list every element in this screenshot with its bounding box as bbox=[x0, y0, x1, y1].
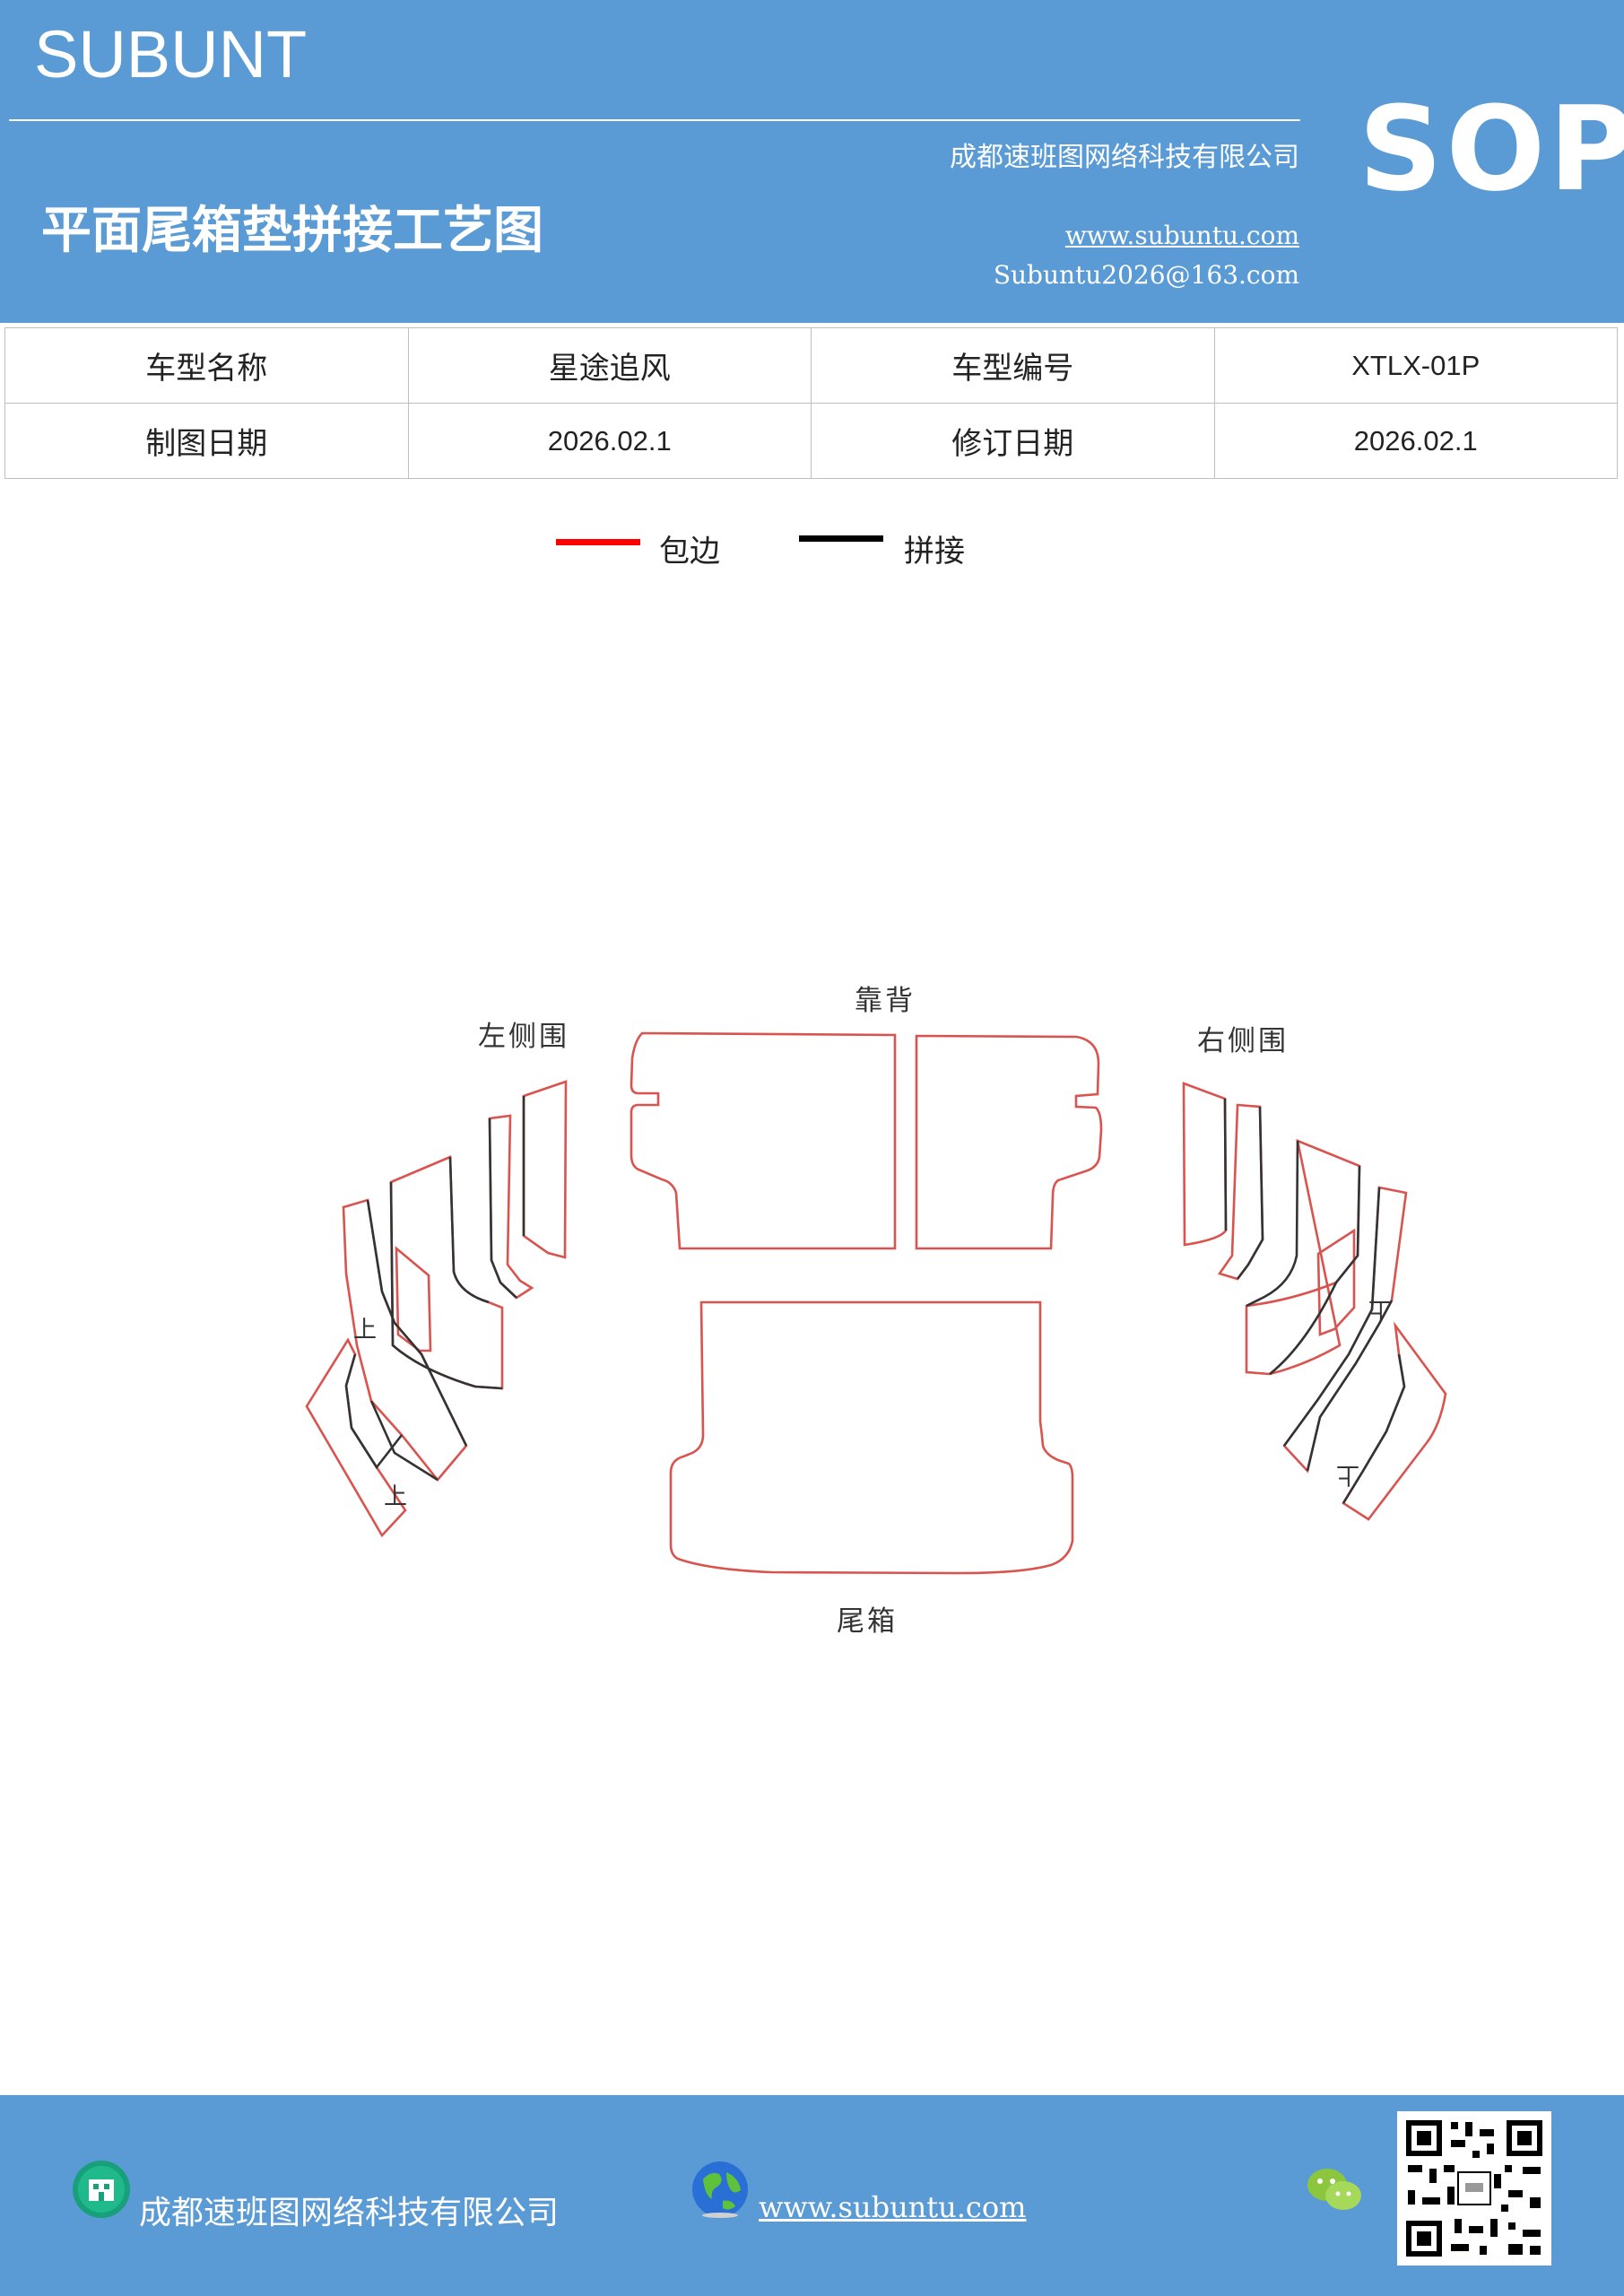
revision-date-label: 修订日期 bbox=[811, 403, 1215, 479]
legend-seam-label: 拼接 bbox=[904, 534, 965, 570]
right-seam-4 bbox=[1269, 1165, 1361, 1376]
right-seam-7 bbox=[1342, 1353, 1406, 1504]
left-side-edge-b bbox=[389, 1155, 504, 1390]
globe-icon bbox=[692, 2161, 748, 2218]
backrest-left-panel bbox=[630, 1031, 897, 1250]
building-icon bbox=[73, 2161, 130, 2218]
left-seam-7 bbox=[369, 1400, 439, 1482]
trunk-mat-diagram bbox=[305, 1031, 1447, 1575]
sop-badge: SOP bbox=[1359, 81, 1624, 217]
qr-code bbox=[1397, 2111, 1551, 2266]
table-row: 制图日期 2026.02.1 修订日期 2026.02.1 bbox=[4, 403, 1618, 479]
backrest-label: 靠背 bbox=[855, 985, 916, 1017]
left-side-cutout bbox=[395, 1246, 432, 1352]
model-code-label: 车型编号 bbox=[811, 327, 1215, 404]
backrest-right-panel bbox=[915, 1034, 1103, 1250]
website-link[interactable]: www.subuntu.com bbox=[1064, 221, 1299, 250]
revision-date-value: 2026.02.1 bbox=[1213, 403, 1618, 479]
up-mark-left-bottom: 上 bbox=[384, 1483, 408, 1510]
legend-edge-swatch bbox=[556, 539, 640, 545]
right-seam-5 bbox=[1282, 1187, 1381, 1447]
qr-code-pattern bbox=[1397, 2111, 1551, 2266]
brand-name: SUBUNT bbox=[34, 17, 308, 91]
left-seam-3 bbox=[448, 1156, 490, 1304]
up-mark-right-top: 上 bbox=[1368, 1296, 1393, 1323]
right-side-label: 右侧围 bbox=[1197, 1025, 1289, 1057]
left-seam-6 bbox=[344, 1353, 404, 1470]
model-code-value: XTLX-01P bbox=[1213, 327, 1618, 404]
trunk-floor-panel bbox=[669, 1300, 1074, 1575]
model-name-value: 星途追风 bbox=[407, 327, 812, 404]
draw-date-value: 2026.02.1 bbox=[407, 403, 812, 479]
right-seam-3 bbox=[1246, 1140, 1299, 1308]
left-side-label: 左侧围 bbox=[478, 1021, 569, 1053]
right-side-cutout bbox=[1316, 1228, 1356, 1336]
document-title: 平面尾箱垫拼接工艺图 bbox=[41, 201, 543, 260]
left-side-edge-outer bbox=[522, 1080, 568, 1259]
company-name: 成都速班图网络科技有限公司 bbox=[950, 142, 1299, 173]
email-address: Subuntu2026@163.com bbox=[993, 260, 1299, 290]
left-seam-4 bbox=[389, 1181, 503, 1390]
header-divider bbox=[9, 119, 1300, 121]
right-seam-2 bbox=[1236, 1106, 1264, 1280]
trunk-label: 尾箱 bbox=[837, 1605, 898, 1638]
footer-company: 成都速班图网络科技有限公司 bbox=[139, 2195, 560, 2231]
right-seam-6 bbox=[1306, 1300, 1394, 1472]
table-row: 车型名称 星途追风 车型编号 XTLX-01P bbox=[4, 327, 1618, 404]
model-name-label: 车型名称 bbox=[4, 327, 409, 404]
right-side-edge-outer bbox=[1182, 1082, 1228, 1247]
right-seam-1 bbox=[1223, 1098, 1228, 1231]
footer-website-link[interactable]: www.subuntu.com bbox=[759, 2190, 1027, 2224]
wechat-icon bbox=[1307, 2169, 1361, 2210]
left-seam-2 bbox=[488, 1118, 517, 1299]
header-banner: SUBUNT 成都速班图网络科技有限公司 平面尾箱垫拼接工艺图 www.subu… bbox=[0, 0, 1624, 323]
vehicle-info-table: 车型名称 星途追风 车型编号 XTLX-01P 制图日期 2026.02.1 修… bbox=[4, 327, 1618, 479]
up-mark-left-top: 上 bbox=[353, 1317, 378, 1344]
draw-date-label: 制图日期 bbox=[4, 403, 409, 479]
legend-seam-swatch bbox=[799, 535, 883, 542]
up-mark-right-bottom: 上 bbox=[1336, 1461, 1360, 1488]
left-seam-5 bbox=[366, 1199, 468, 1447]
legend-edge-label: 包边 bbox=[659, 534, 720, 570]
